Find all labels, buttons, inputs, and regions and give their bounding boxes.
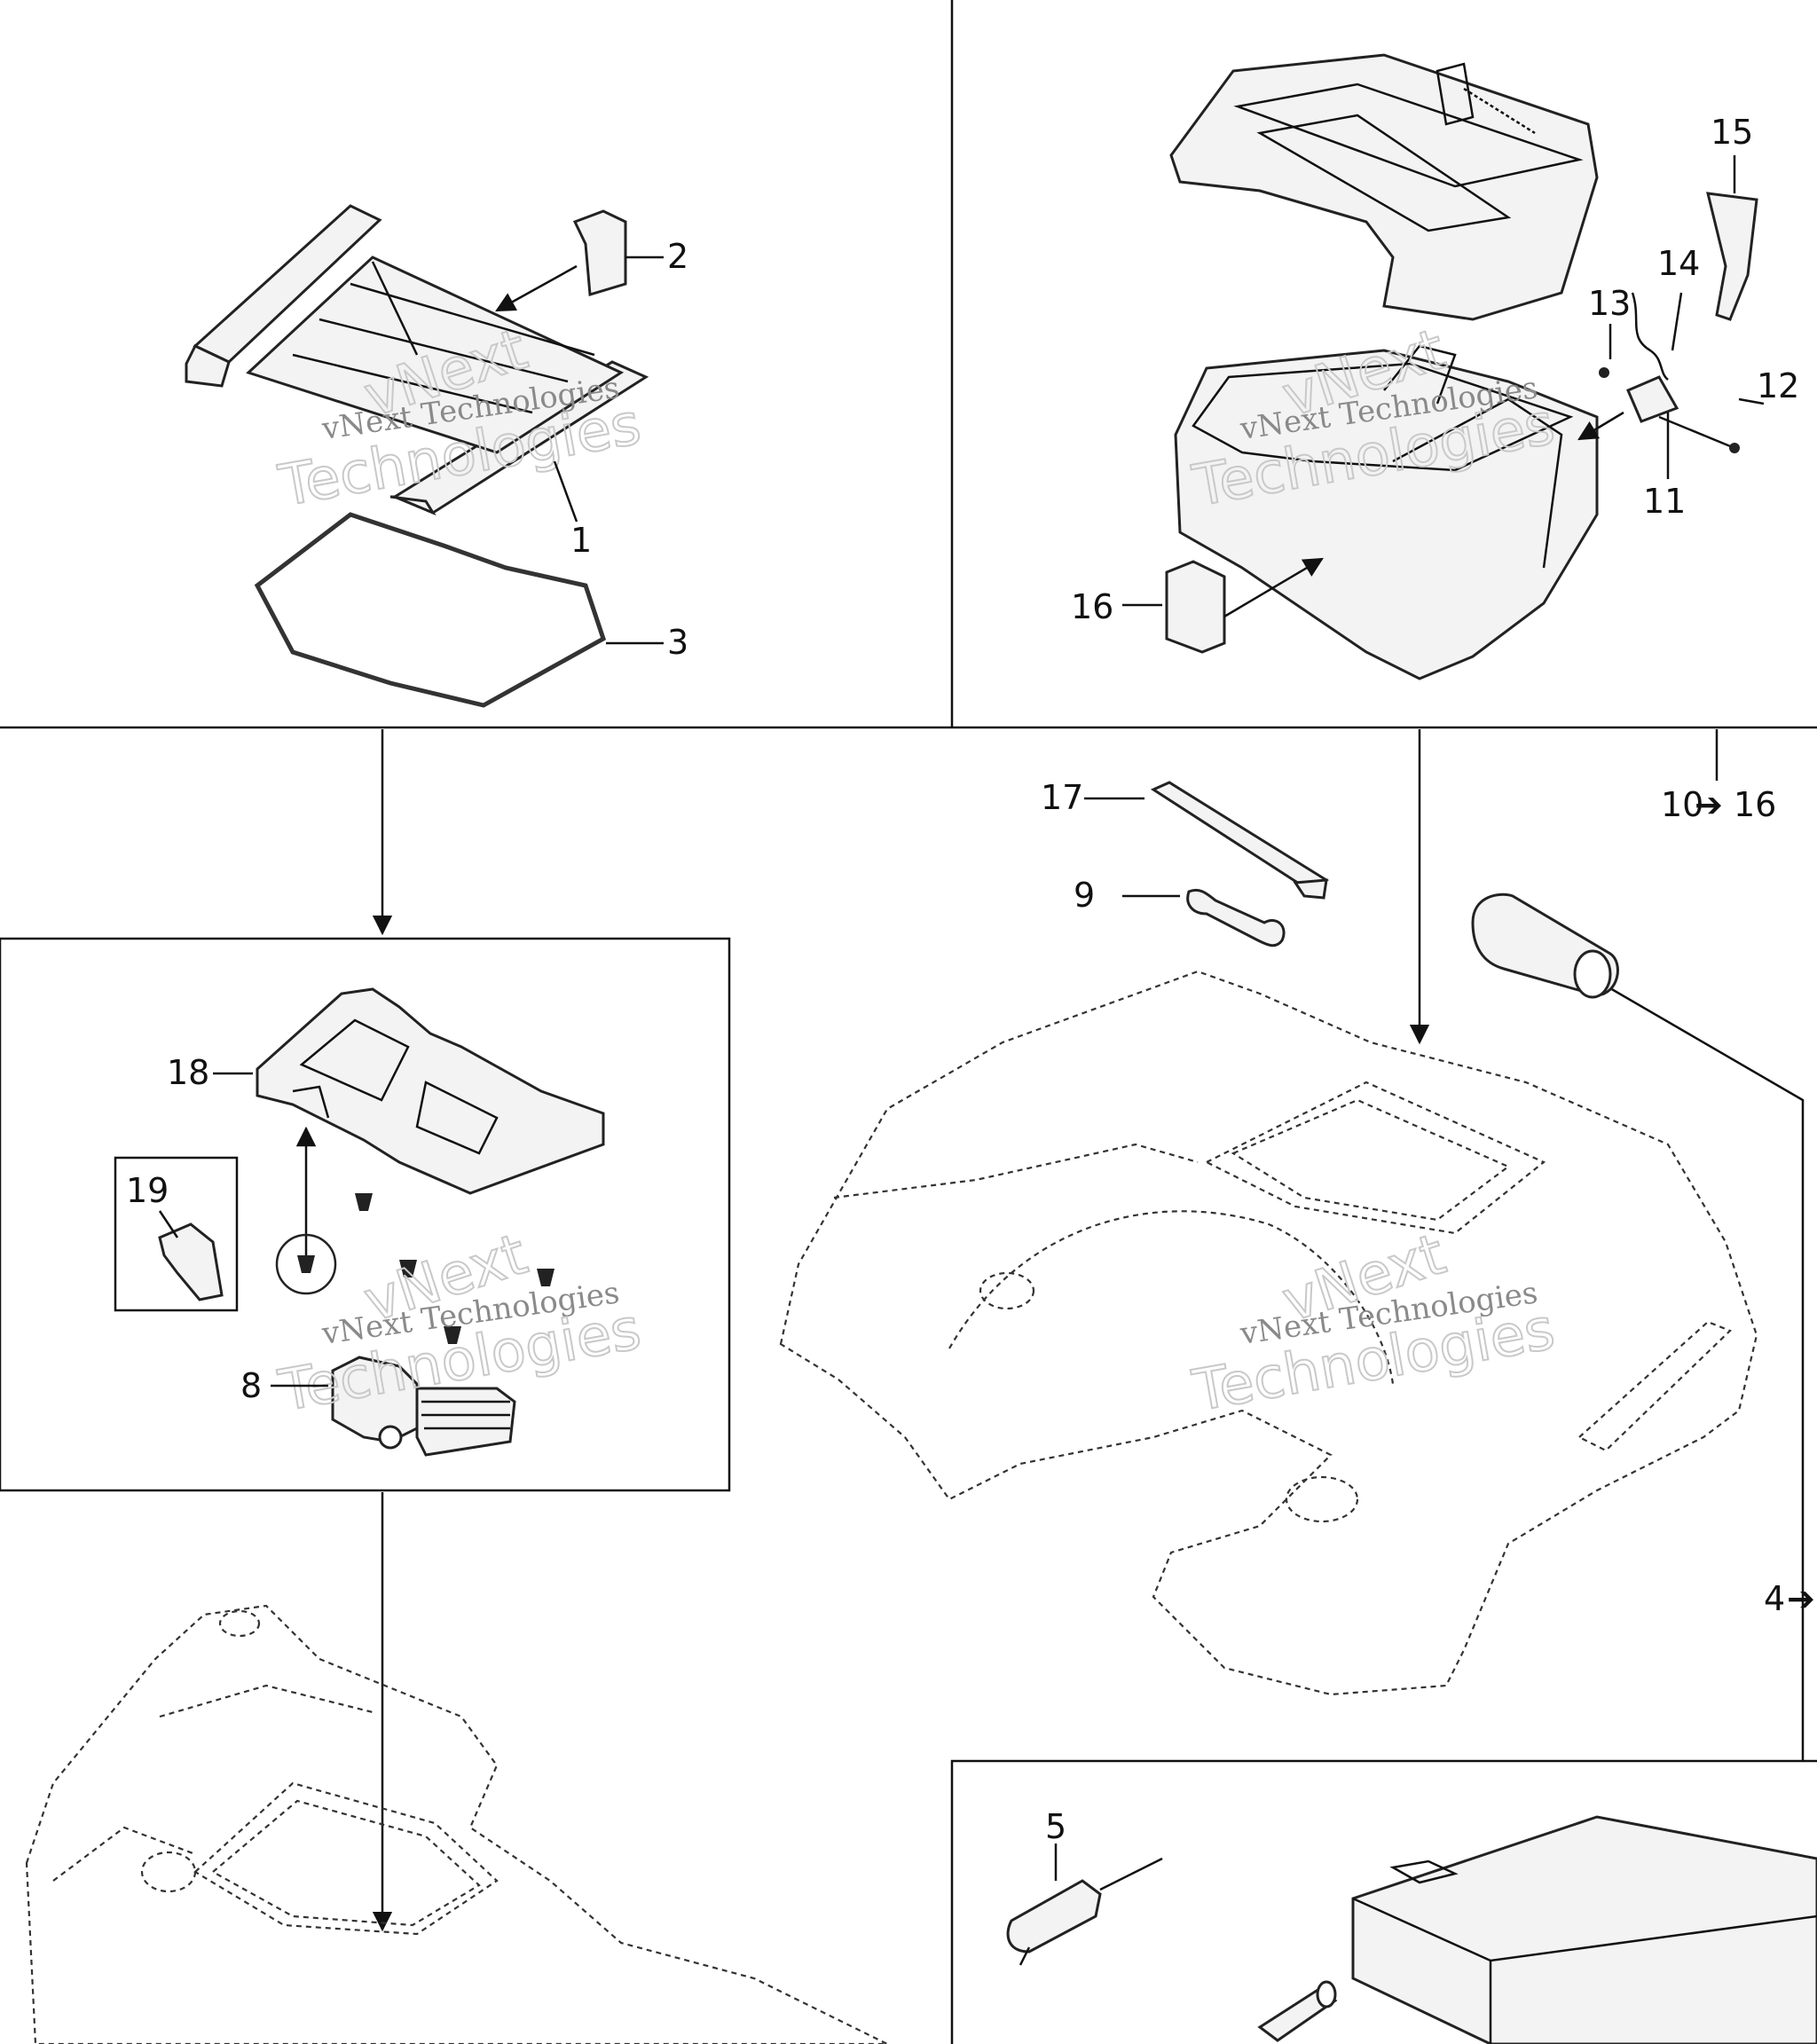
socket-tool — [1257, 1980, 1338, 2042]
callout-1: 1 — [570, 521, 592, 560]
inset-box-19 — [114, 1156, 239, 1312]
callout-5: 5 — [1045, 1807, 1066, 1846]
buckle-part-8 — [331, 1356, 516, 1457]
callout-14: 14 — [1657, 244, 1700, 283]
seal-part-3 — [254, 512, 607, 708]
callout-3: 3 — [667, 623, 688, 662]
storage-lid — [1169, 53, 1599, 321]
callout-16: 16 — [1071, 587, 1113, 626]
rack-frame-part-1 — [185, 204, 649, 516]
bracket-part-16 — [1165, 557, 1324, 654]
front-fender-outline — [25, 1604, 888, 2044]
push-rivets — [275, 1193, 555, 1344]
callout-15: 15 — [1711, 113, 1753, 152]
callout-10: 10 — [1661, 785, 1703, 824]
callout-12: 12 — [1757, 366, 1799, 405]
flow-arrows — [372, 729, 1805, 1932]
tube-part-4 — [1471, 892, 1619, 999]
rear-fender-outline — [779, 970, 1758, 1696]
strap-part-17 — [1150, 781, 1329, 900]
callout-2: 2 — [667, 237, 688, 276]
clip-part-19 — [158, 1222, 224, 1301]
callout-11: 11 — [1643, 482, 1686, 521]
callout-4: 4 — [1764, 1579, 1785, 1618]
callout-8: 8 — [240, 1366, 262, 1405]
leader-4 — [1603, 983, 1805, 1761]
callout-arrow-10-16: ➔ — [1695, 785, 1723, 824]
watermark-group: vNext Technologies vNext Technologies vN… — [273, 316, 1561, 1426]
inset-panel-18 — [0, 937, 731, 1492]
cover-plate-part-18 — [256, 987, 605, 1255]
callout-4-arrow: ➔ — [1787, 1579, 1815, 1618]
inset-panel-5 — [950, 1759, 1817, 2044]
callout-labels: 2 1 3 15 14 13 12 11 16 17 9 10 ➔ 16 4 ➔… — [126, 113, 1815, 1846]
handle-part-5 — [1006, 1857, 1163, 1966]
callout-19: 19 — [126, 1171, 169, 1210]
clip-part-2 — [495, 209, 627, 312]
callout-18: 18 — [167, 1053, 209, 1092]
tool-part-9 — [1186, 888, 1286, 947]
callout-9: 9 — [1074, 876, 1095, 915]
tool-bag — [1351, 1815, 1817, 2044]
storage-tray — [1174, 344, 1599, 680]
latch-parts-11-15 — [1577, 192, 1758, 453]
callout-17: 17 — [1041, 778, 1083, 817]
callout-leaders — [158, 155, 1765, 1881]
callout-13: 13 — [1588, 284, 1631, 323]
callout-16-end: 16 — [1734, 785, 1776, 824]
